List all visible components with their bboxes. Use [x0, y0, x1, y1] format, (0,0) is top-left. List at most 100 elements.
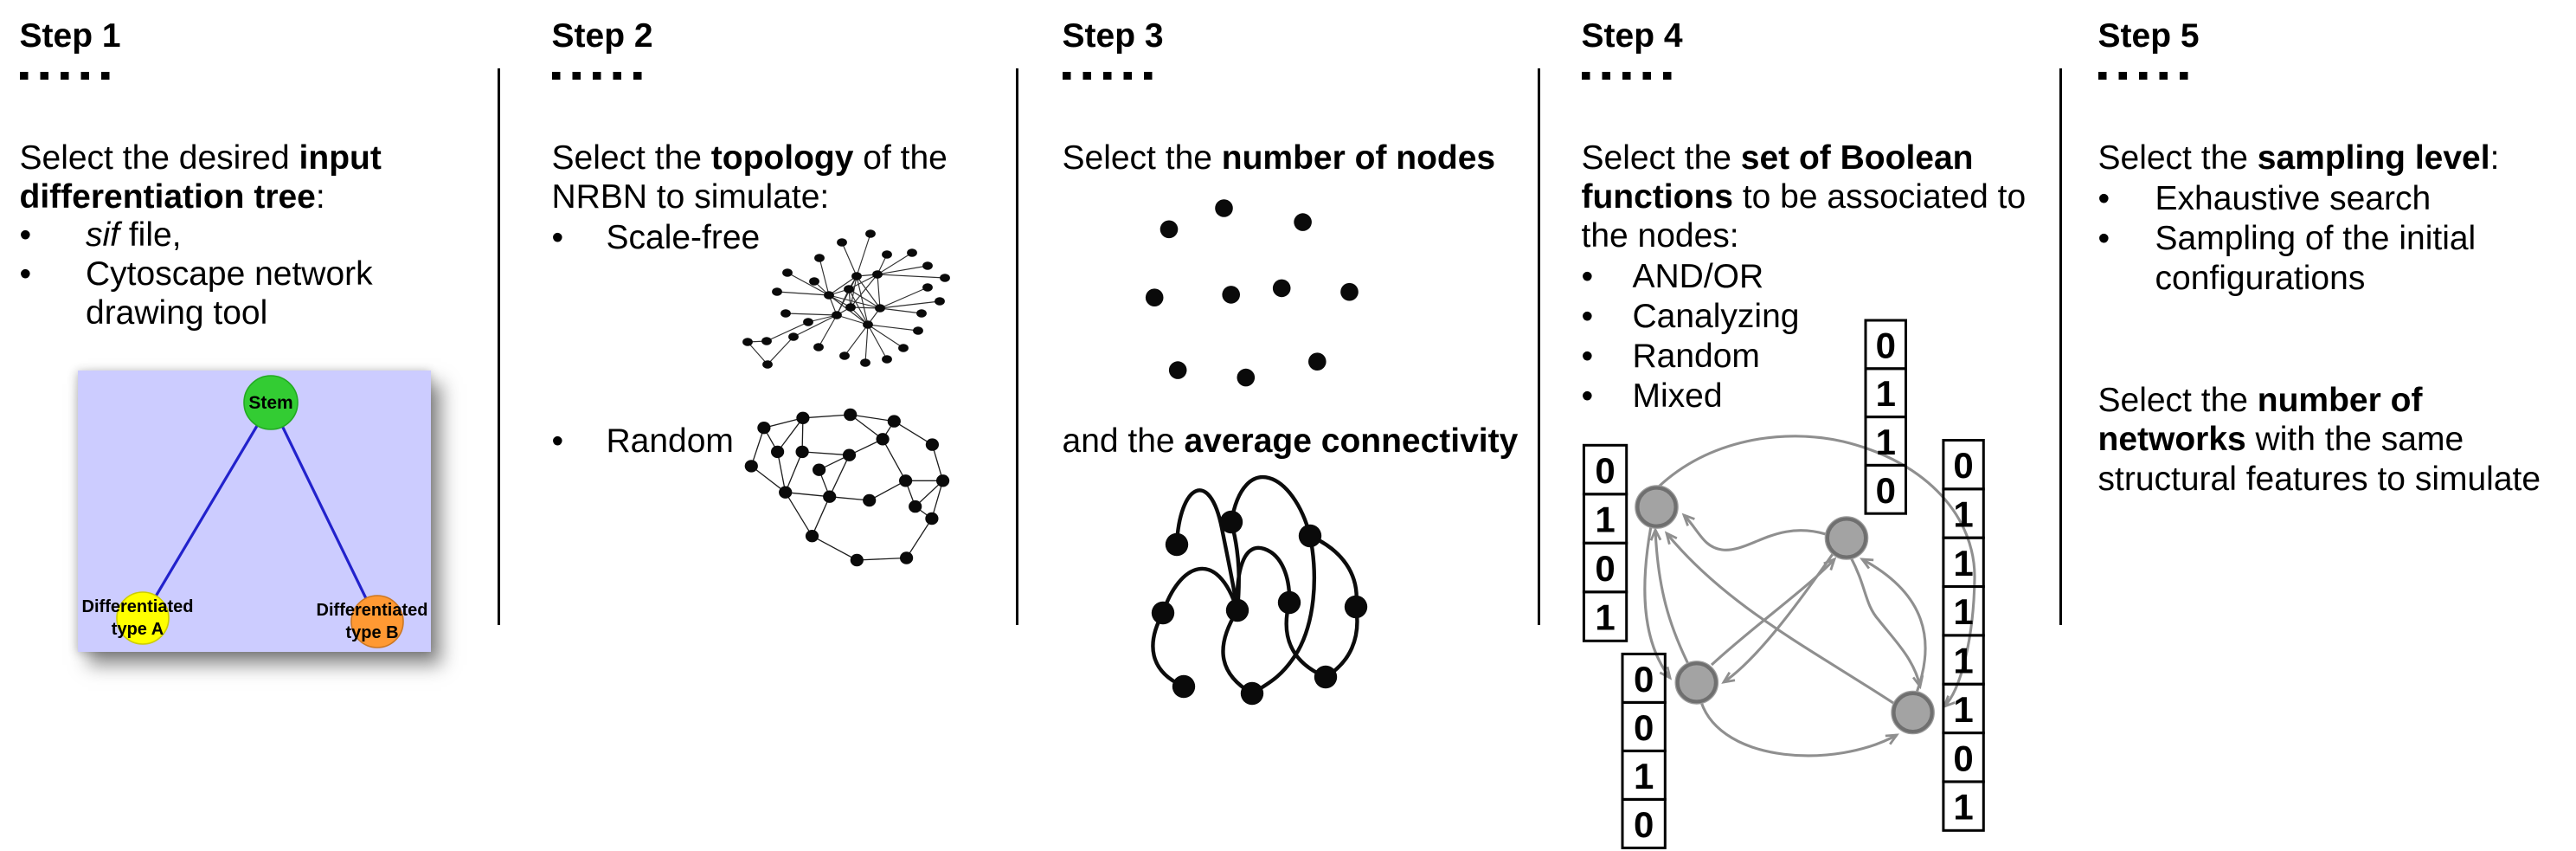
network-edge	[931, 480, 944, 519]
step5-para2-line3: structural features to simulate	[2098, 460, 2541, 500]
network-edge	[879, 300, 941, 309]
step4-bullet-mixed: •Mixed	[1582, 377, 1723, 416]
network-node	[742, 338, 753, 346]
truth-table-value: 1	[1953, 494, 1973, 535]
network-node	[771, 445, 785, 459]
tangle-node	[1344, 595, 1368, 619]
text: AND/OR	[1632, 257, 1764, 295]
network-node	[757, 422, 771, 435]
dot-node	[1340, 282, 1359, 301]
tangle-node	[1172, 674, 1196, 699]
network-node	[907, 248, 917, 257]
network-node	[925, 438, 939, 451]
dot-node	[1168, 361, 1187, 379]
text: drawing tool	[86, 294, 268, 332]
tangle-edge	[1249, 533, 1317, 696]
step4-heading: Step 4	[1581, 16, 1683, 55]
boolean-network-edge	[1649, 526, 1690, 665]
network-edge	[802, 451, 850, 456]
tangle-edge	[1229, 475, 1313, 538]
tree-node-label: Differentiated	[317, 601, 428, 620]
boolean-network-edge	[1664, 531, 1894, 705]
text: Select the	[1581, 139, 1741, 177]
text: :	[315, 177, 325, 216]
step4-dashes	[1581, 72, 1672, 80]
text: Random	[1632, 337, 1760, 375]
network-node	[913, 326, 923, 335]
network-edge	[750, 465, 787, 493]
bullet-icon: •	[2097, 179, 2110, 217]
network-edge	[836, 314, 869, 326]
step2-dashes	[551, 72, 642, 80]
network-edge	[776, 451, 787, 493]
bullet-icon: •	[2097, 219, 2110, 257]
network-node	[803, 318, 813, 326]
boolean-node-halo	[1674, 661, 1719, 705]
network-node	[796, 411, 810, 424]
text: the nodes:	[1581, 216, 1739, 255]
text: Exhaustive search	[2155, 179, 2431, 217]
network-edge	[819, 257, 830, 296]
network-edge	[766, 321, 809, 342]
network-edge	[877, 252, 913, 275]
column-separator-2	[1015, 68, 1018, 625]
text: Cytoscape network	[86, 255, 373, 293]
text: Random	[606, 422, 734, 461]
step1-bullet-sif: •sif file,	[20, 216, 182, 255]
text: structural features to simulate	[2097, 460, 2541, 498]
network-edge	[882, 438, 907, 481]
truth-table-value: 1	[1953, 787, 1973, 828]
boolean-node-halo	[1635, 485, 1679, 529]
connectivity-tangle-graphic	[1151, 475, 1368, 706]
step2-bullet-random: •Random	[552, 422, 734, 461]
text-bold: differentiation tree	[19, 177, 316, 216]
network-edge	[867, 324, 904, 349]
tangle-edge	[1235, 545, 1292, 613]
text: file,	[119, 216, 182, 255]
tangle-node	[1165, 532, 1189, 557]
network-node	[761, 337, 772, 345]
network-node	[842, 448, 857, 461]
step5-para2-line2: networks with the same	[2098, 420, 2464, 460]
network-edge	[776, 291, 830, 296]
truth-table-value: 0	[1634, 659, 1654, 699]
tangle-node	[1225, 598, 1249, 622]
truth-table-value: 0	[1595, 548, 1615, 589]
network-node	[863, 493, 877, 507]
text: of the	[853, 139, 948, 177]
dot-node	[1145, 288, 1164, 307]
step5-bullet-exhaustive: • Exhaustive search	[2098, 179, 2431, 219]
network-node	[865, 229, 876, 238]
dot-node	[1308, 352, 1327, 371]
network-node	[844, 285, 854, 293]
scale-free-network-graphic	[742, 229, 950, 369]
column-separator-3	[1537, 68, 1540, 625]
boolean-network-node	[1635, 486, 1678, 528]
text-bold: set of Boolean	[1740, 139, 1974, 177]
text: Sampling of the initial	[2155, 219, 2476, 257]
network-edge	[867, 324, 919, 332]
network-edge	[877, 274, 881, 309]
column-separator-1	[498, 68, 500, 625]
step3-line1: Select the number of nodes	[1063, 139, 1496, 178]
network-node	[909, 500, 922, 513]
boolean-network-node	[1892, 692, 1934, 733]
network-node	[839, 351, 850, 360]
network-edge	[793, 314, 838, 338]
text: Select the	[2097, 381, 2258, 419]
text-bold: average connectivity	[1184, 422, 1519, 460]
network-node	[935, 297, 945, 306]
step1-intro-line1: Select the desired input	[20, 139, 382, 178]
bullet-icon: •	[551, 218, 564, 256]
network-edge	[785, 313, 838, 316]
boolean-network-edge	[1643, 525, 1673, 680]
network-edge	[818, 314, 838, 348]
bullet-icon: •	[19, 255, 32, 293]
truth-table-value: 0	[1595, 450, 1615, 491]
tangle-edge	[1284, 600, 1328, 680]
network-edge	[867, 324, 888, 360]
text: to be associated to	[1732, 177, 2027, 216]
step5-heading: Step 5	[2097, 16, 2200, 55]
